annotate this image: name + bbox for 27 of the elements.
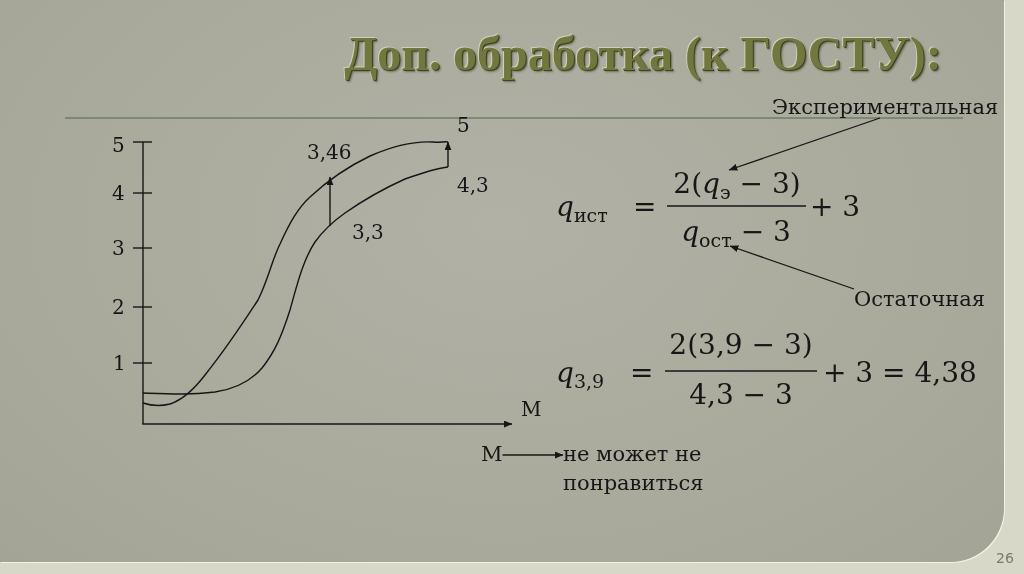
arrow xyxy=(729,245,855,290)
numerator: 2(q$_{э}$ − 3) xyxy=(673,170,801,198)
arrow xyxy=(728,117,881,171)
value-label: 4,3 xyxy=(457,175,489,195)
denominator: q$_{ост}$ − 3 xyxy=(681,218,791,246)
value-label: 3,3 xyxy=(352,222,384,242)
equals-sign: = xyxy=(630,359,654,387)
axis-tick-label: 1 xyxy=(113,353,126,373)
axis-tick-label: 3 xyxy=(112,238,125,258)
note-text: не может не понравиться xyxy=(563,440,705,498)
axis-label: М xyxy=(521,399,542,419)
axis-tick-label: 5 xyxy=(112,135,125,155)
formula-term: q$_{ист}$ xyxy=(556,193,608,221)
value-label: 5 xyxy=(457,115,470,135)
equals-sign: = xyxy=(633,193,657,221)
page-number: 26 xyxy=(996,551,1014,565)
annotation-text: Экспериментальная xyxy=(772,97,999,118)
axis-tick-label: 4 xyxy=(112,183,125,203)
axis-tick-label: 2 xyxy=(112,297,125,317)
annotation-text: Остаточная xyxy=(854,289,986,310)
variable-label: М xyxy=(481,444,503,465)
arrow xyxy=(501,451,564,459)
value-label: 3,46 xyxy=(307,142,352,162)
formula-term: + 3 = 4,38 xyxy=(823,359,977,387)
denominator: 4,3 − 3 xyxy=(689,381,793,409)
numerator: 2(3,9 − 3) xyxy=(669,331,813,359)
formula-term: + 3 xyxy=(810,193,861,221)
